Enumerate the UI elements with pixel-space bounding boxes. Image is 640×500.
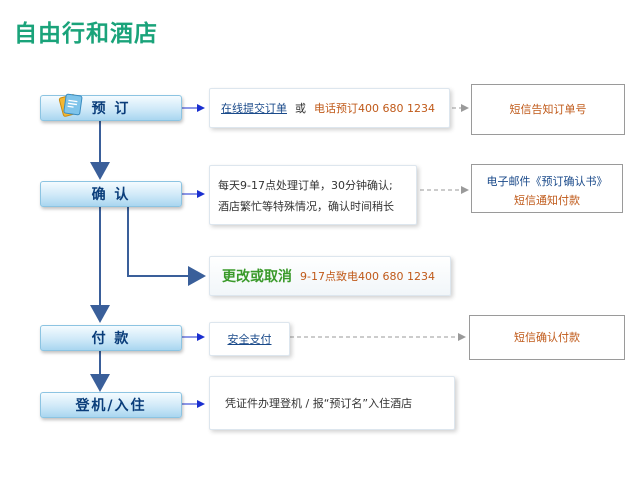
email-confirmation-text: 电子邮件《预订确认书》 [486,175,608,188]
confirm-line-2: 酒店繁忙等特殊情况，确认时间稍长 [218,200,394,213]
step-confirm-button[interactable]: 确 认 [40,181,182,207]
sms-payment-confirm-text: 短信确认付款 [514,331,580,344]
checkin-text: 凭证件办理登机 / 报“预订名”入住酒店 [225,397,413,410]
step-checkin-label: 登机/入住 [75,398,147,414]
phone-booking-text: 电话预订400 680 1234 [314,102,435,115]
sms-payment-confirm-box: 短信确认付款 [469,315,625,360]
booking-icon [58,93,83,117]
step-pay-button[interactable]: 付 款 [40,325,182,351]
step-checkin-button[interactable]: 登机/入住 [40,392,182,418]
confirm-notice-box: 电子邮件《预订确认书》 短信通知付款 [471,164,623,213]
step-book-button[interactable]: 预 订 [40,93,182,121]
online-order-link[interactable]: 在线提交订单 [221,102,287,115]
arrow-confirm-to-change [127,206,206,286]
secure-pay-box: 安全支付 [209,322,290,356]
sms-order-number-box: 短信告知订单号 [471,84,625,135]
step-confirm-label: 确 认 [91,187,131,203]
booking-options-box: 在线提交订单 或 电话预订400 680 1234 [209,88,450,128]
checkin-box: 凭证件办理登机 / 报“预订名”入住酒店 [209,376,455,430]
confirm-line-1: 每天9-17点处理订单，30分钟确认; [218,179,393,192]
secure-pay-link[interactable]: 安全支付 [227,333,272,346]
page-title: 自由行和酒店 [14,21,158,47]
or-text: 或 [295,102,306,115]
confirm-process-box: 每天9-17点处理订单，30分钟确认; 酒店繁忙等特殊情况，确认时间稍长 [209,165,417,225]
step-book-label: 预 订 [91,101,131,117]
sms-payment-notice-text: 短信通知付款 [514,194,580,207]
sms-order-number-text: 短信告知订单号 [509,103,587,116]
change-cancel-label: 更改或取消 [222,269,292,285]
step-pay-label: 付 款 [91,331,131,347]
change-cancel-box[interactable]: 更改或取消 9-17点致电400 680 1234 [209,256,451,296]
change-cancel-phone: 9-17点致电400 680 1234 [300,270,435,283]
